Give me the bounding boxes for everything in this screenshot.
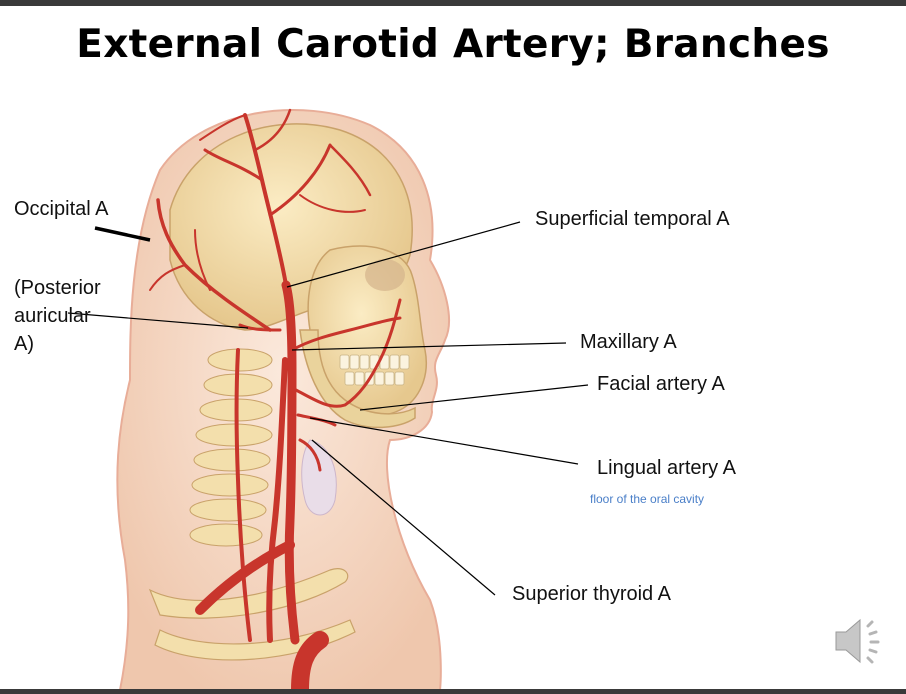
pointer-lines	[67, 221, 589, 596]
label-occipital: Occipital A	[14, 198, 109, 220]
label-lingual: Lingual artery A	[597, 457, 736, 479]
label-posterior-auricular-3: A)	[14, 333, 34, 355]
arteries	[149, 108, 402, 694]
label-superficial-temporal: Superficial temporal A	[535, 208, 730, 230]
speaker-icon[interactable]	[830, 610, 890, 672]
label-facial: Facial artery A	[597, 373, 725, 395]
label-posterior-auricular-1: (Posterior	[14, 277, 101, 299]
label-maxillary: Maxillary A	[580, 331, 677, 353]
teeth	[339, 354, 410, 386]
mandible	[299, 329, 416, 429]
top-border	[0, 0, 906, 6]
bottom-border	[0, 689, 906, 694]
lingual-note: floor of the oral cavity	[590, 492, 705, 506]
label-posterior-auricular-2: auricular	[14, 305, 91, 327]
slide-title: External Carotid Artery; Branches	[76, 22, 830, 67]
label-superior-thyroid: Superior thyroid A	[512, 583, 671, 605]
